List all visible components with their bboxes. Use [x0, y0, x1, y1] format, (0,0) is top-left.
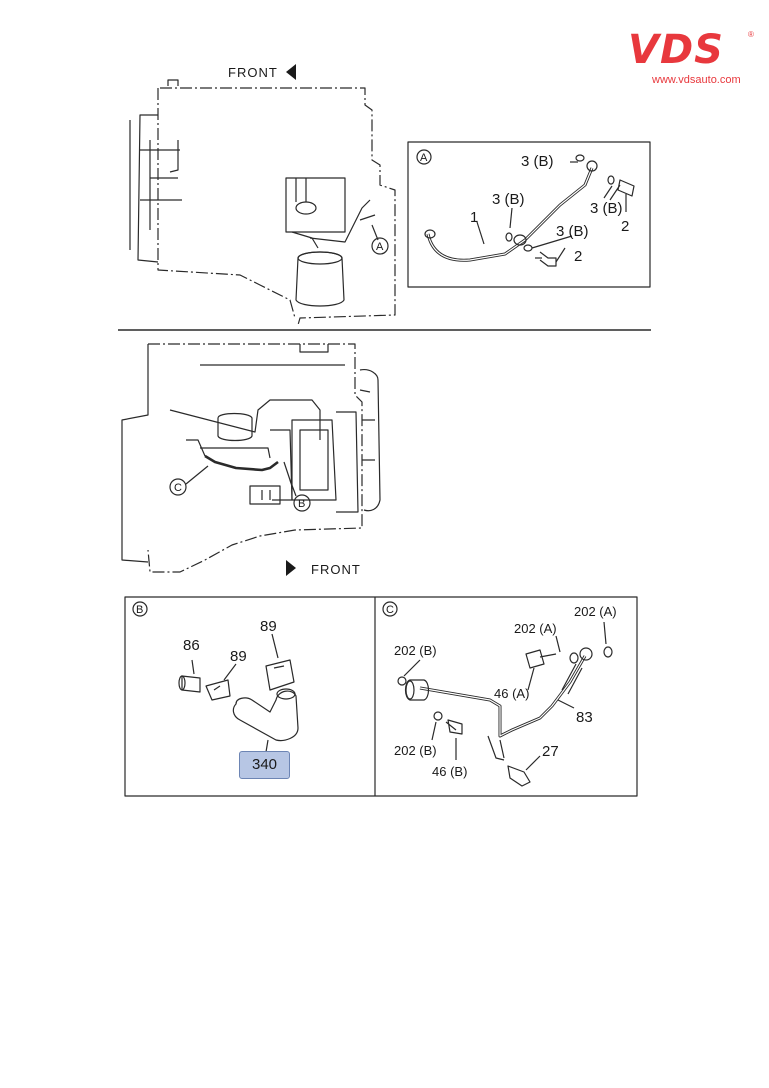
part-label-3b: 3 (B)	[492, 191, 525, 208]
callout-c-label: C	[174, 482, 182, 494]
part-label-3b: 3 (B)	[556, 223, 589, 240]
detail-c-panel: C 202 (A)	[382, 601, 617, 787]
callout-a-label: A	[376, 241, 384, 253]
part-label-202a: 202 (A)	[574, 604, 617, 619]
registered-mark: ®	[748, 30, 754, 39]
part-label-3b: 3 (B)	[521, 153, 554, 170]
washer	[603, 646, 613, 658]
part-label-3b: 3 (B)	[590, 200, 623, 217]
part-label-46a: 46 (A)	[494, 686, 529, 701]
highlighted-part-340[interactable]: 340	[239, 751, 290, 779]
part-label-89: 89	[230, 648, 247, 665]
callout-c-circle	[169, 478, 187, 496]
part-label-46b: 46 (B)	[432, 764, 467, 779]
highlighted-part-label: 340	[251, 756, 278, 773]
callout-b-label: B	[298, 498, 305, 510]
detail-frame	[124, 596, 638, 797]
hose-340	[232, 690, 299, 742]
detail-a-circle-label: A	[420, 152, 428, 164]
callout-b-circle	[293, 494, 311, 512]
part-label-86: 86	[183, 637, 200, 654]
part-label-202b: 202 (B)	[394, 743, 437, 758]
part-label-83: 83	[576, 709, 593, 726]
eye-bolt	[539, 251, 557, 267]
pipe-c	[204, 454, 279, 472]
washer	[523, 244, 533, 252]
front-arrow-left-icon	[286, 64, 296, 80]
eye-bolt-46b	[445, 719, 463, 735]
eye-bolt-46a	[525, 649, 557, 669]
oil-pipe-1	[426, 167, 594, 262]
bolt-27	[507, 765, 531, 787]
eye-fitting	[424, 229, 436, 239]
detail-c-circle-label: C	[386, 604, 394, 616]
part-label-1: 1	[470, 209, 478, 226]
callout-a-circle	[371, 237, 389, 255]
front-arrow-right-icon	[286, 560, 296, 576]
detail-b-circle-label: B	[136, 604, 143, 616]
part-label-2: 2	[574, 248, 582, 265]
brand-url: www.vdsauto.com	[652, 74, 741, 86]
part-label-2: 2	[621, 218, 629, 235]
detail-a-circle	[416, 149, 432, 165]
brand-logo: VDS ® www.vdsauto.com	[628, 28, 758, 92]
hose-clamp	[205, 679, 231, 701]
engine-side-view: C B FRONT	[121, 343, 381, 577]
washer	[505, 232, 513, 242]
engine-top-view: FRONT A	[129, 64, 396, 326]
washer	[433, 711, 443, 721]
part-label-202a: 202 (A)	[514, 621, 557, 636]
detail-a-panel: A 1 3 (B) 3 (B) 3 (B)	[407, 141, 651, 288]
washer	[569, 652, 579, 664]
detail-c-circle	[382, 601, 398, 617]
brand-logo-word: VDS	[628, 27, 724, 73]
part-label-202b: 202 (B)	[394, 643, 437, 658]
washer	[575, 154, 585, 162]
hose-clamp	[265, 659, 295, 691]
front-label-side: FRONT	[311, 562, 361, 577]
washer	[397, 676, 407, 686]
part-label-89: 89	[260, 618, 277, 635]
washer	[607, 175, 615, 185]
part-label-27: 27	[542, 743, 559, 760]
detail-b-circle	[132, 601, 148, 617]
connector-86	[181, 675, 201, 693]
front-label-top: FRONT	[228, 65, 278, 80]
eye-bolt	[609, 179, 635, 201]
detail-b-panel: B 86 89 89	[132, 601, 299, 753]
